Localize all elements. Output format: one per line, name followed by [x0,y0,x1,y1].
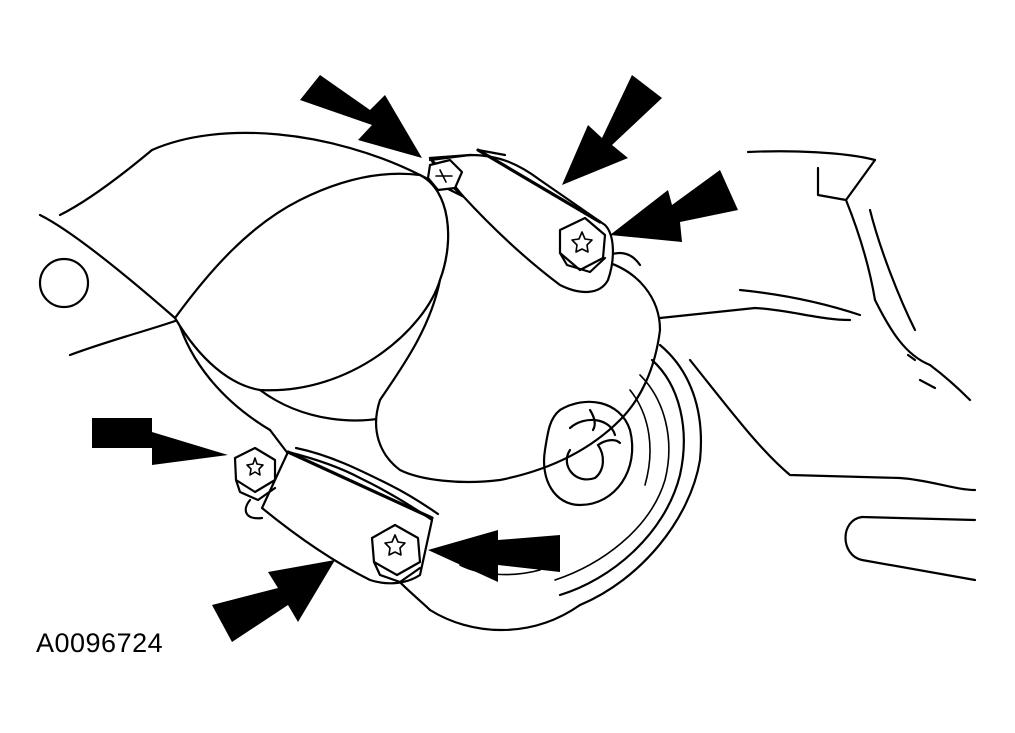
figure-reference-code: A0096724 [36,628,164,658]
engine-housing-outline [38,148,977,582]
bolt-right-lower [370,523,422,584]
arrow-icon [300,75,422,158]
bolt-rear-top [426,158,464,192]
arrow-icon [610,170,738,242]
arrow-icon [428,530,560,582]
arrow-icon [212,560,335,642]
bolt-front-top [558,216,607,274]
bolt-left-lower [233,446,277,502]
arrow-icon [562,75,662,185]
arrow-icon [92,418,228,465]
callout-arrows [92,75,738,642]
